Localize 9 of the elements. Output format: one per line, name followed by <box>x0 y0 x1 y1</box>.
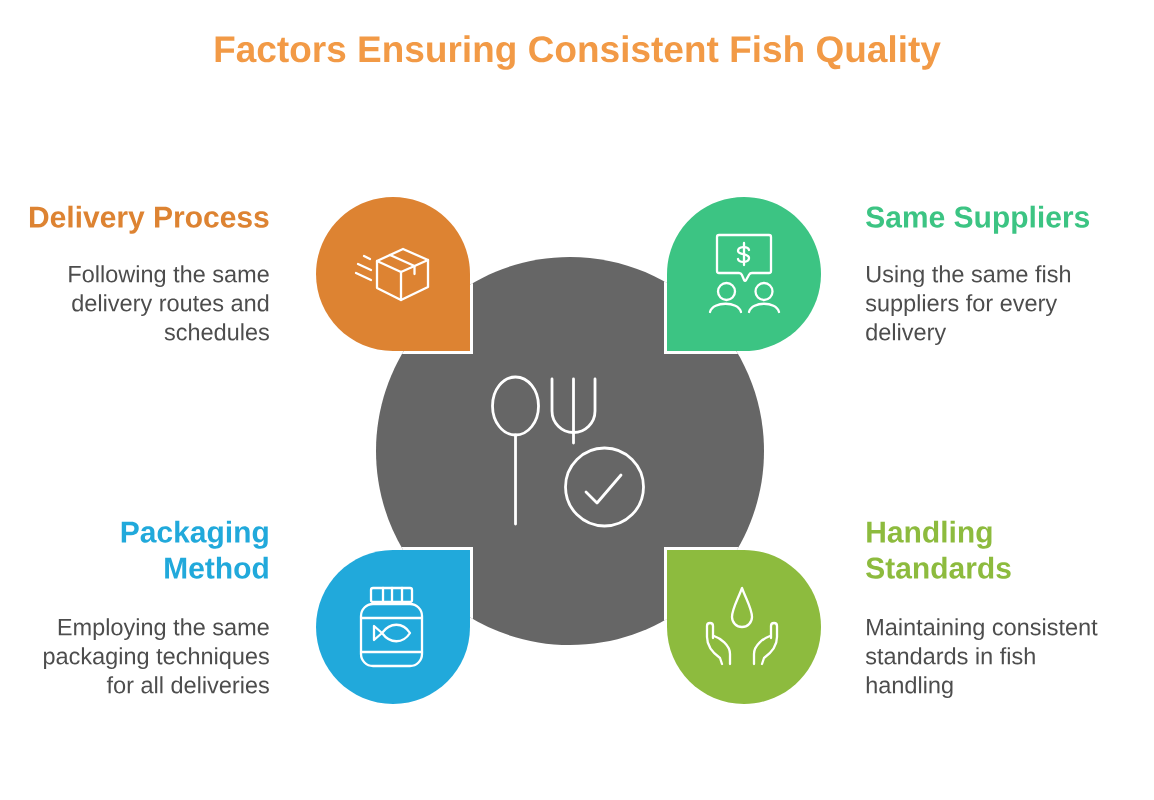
heading: Packaging Method <box>121 520 268 579</box>
heading: Delivery Process <box>30 205 269 234</box>
title: Factors Ensuring Consistent Fish Quality <box>215 35 941 70</box>
description: Using the same fish suppliers for every delivery <box>865 265 1070 346</box>
description: Employing the same packaging techniques for all deliveries <box>44 618 269 694</box>
description: Following the same delivery routes and schedules <box>69 265 269 341</box>
description: Maintaining consistent standards in fish handling <box>865 618 1098 699</box>
heading: Handling Standards <box>866 520 1011 579</box>
heading: Same Suppliers <box>866 205 1090 234</box>
